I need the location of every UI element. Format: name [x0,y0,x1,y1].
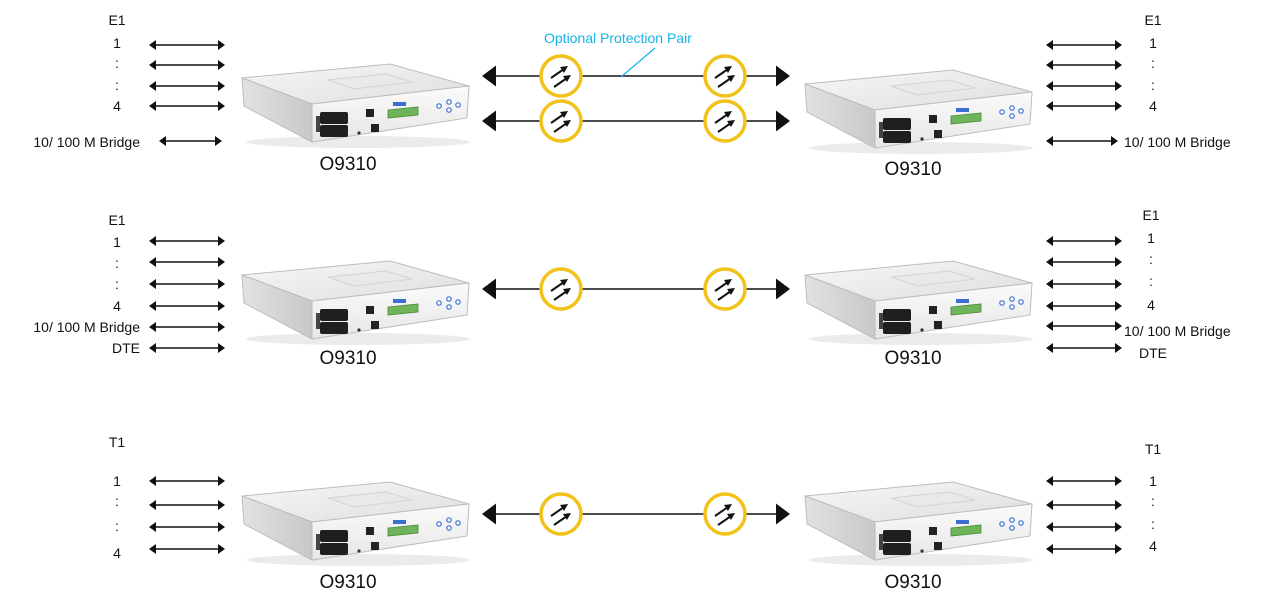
double-arrow-icon [149,476,225,486]
router-device-icon [241,63,470,148]
right-header-row3: T1 [1144,441,1162,457]
double-arrow-icon [1046,544,1122,554]
double-arrow-icon [149,522,225,532]
double-arrow-icon [1046,500,1122,510]
double-arrow-icon [149,40,225,50]
double-arrow-icon [149,236,225,246]
router-device-icon [804,69,1033,154]
left-header-row2: E1 [108,212,126,228]
right-port-label: 4 [1149,538,1157,554]
right-port-label: : [1151,493,1155,509]
double-arrow-icon [149,301,225,311]
double-arrow-icon [1046,40,1122,50]
router-device-icon [241,481,470,566]
double-arrow-icon [149,81,225,91]
double-arrow-icon [1046,301,1122,311]
left-port-label: 4 [113,545,121,561]
fiber-optic-icon [539,54,583,98]
double-arrow-icon [149,500,225,510]
left-dte-label: DTE [112,340,140,356]
router-device-icon [241,260,470,345]
left-bridge-label: 10/ 100 M Bridge [33,319,140,335]
fiber-optic-icon [703,54,747,98]
left-port-label: : [115,276,119,292]
right-port-label: 1 [1149,35,1157,51]
left-port-label: 4 [113,298,121,314]
left-port-label: : [115,55,119,71]
router-device-icon [804,260,1033,345]
left-bridge-label: 10/ 100 M Bridge [33,134,140,150]
right-bridge-label: 10/ 100 M Bridge [1124,323,1231,339]
device-name-label: O9310 [319,572,377,593]
left-header-row1: E1 [108,12,126,28]
double-arrow-icon [149,60,225,70]
right-dte-label: DTE [1139,345,1167,361]
right-port-label: : [1151,516,1155,532]
fiber-optic-icon [539,267,583,311]
left-port-label: : [115,255,119,271]
annotation-leader-line [620,47,656,78]
right-header-row2: E1 [1142,207,1160,223]
optional-protection-label: Optional Protection Pair [544,30,692,46]
left-port-label: 1 [113,35,121,51]
router-device-icon [804,481,1033,566]
double-arrow-icon [1046,279,1122,289]
double-arrow-icon [1046,60,1122,70]
double-arrow-icon [149,322,225,332]
left-port-label: : [115,77,119,93]
double-arrow-icon [149,343,225,353]
left-port-label: 1 [113,473,121,489]
double-arrow-icon [149,257,225,267]
right-bridge-label: 10/ 100 M Bridge [1124,134,1231,150]
left-port-label: 4 [113,98,121,114]
double-arrow-icon [149,544,225,554]
right-port-label: 1 [1147,230,1155,246]
right-port-label: 1 [1149,473,1157,489]
fiber-optic-icon [703,267,747,311]
right-port-label: : [1151,77,1155,93]
fiber-optic-icon [539,492,583,536]
device-name-label: O9310 [884,348,942,369]
left-port-label: 1 [113,234,121,250]
device-name-label: O9310 [319,154,377,175]
double-arrow-icon [1046,257,1122,267]
device-name-label: O9310 [319,348,377,369]
double-arrow-icon [1046,343,1122,353]
double-arrow-icon [159,136,222,146]
double-arrow-icon [149,101,225,111]
right-port-label: 4 [1149,98,1157,114]
double-arrow-icon [1046,101,1122,111]
right-header-row1: E1 [1144,12,1162,28]
double-arrow-icon [1046,81,1122,91]
left-header-row3: T1 [108,434,126,450]
right-port-label: : [1151,55,1155,71]
double-arrow-icon [1046,236,1122,246]
device-name-label: O9310 [884,572,942,593]
fiber-optic-icon [703,99,747,143]
left-port-label: : [115,493,119,509]
left-port-label: : [115,518,119,534]
device-name-label: O9310 [884,159,942,180]
right-port-label: : [1149,251,1153,267]
fiber-optic-icon [703,492,747,536]
double-arrow-icon [1046,476,1122,486]
right-port-label: : [1149,273,1153,289]
double-arrow-icon [1046,522,1122,532]
fiber-optic-icon [539,99,583,143]
double-arrow-icon [149,279,225,289]
double-arrow-icon [1046,136,1118,146]
right-port-label: 4 [1147,297,1155,313]
double-arrow-icon [1046,321,1122,331]
